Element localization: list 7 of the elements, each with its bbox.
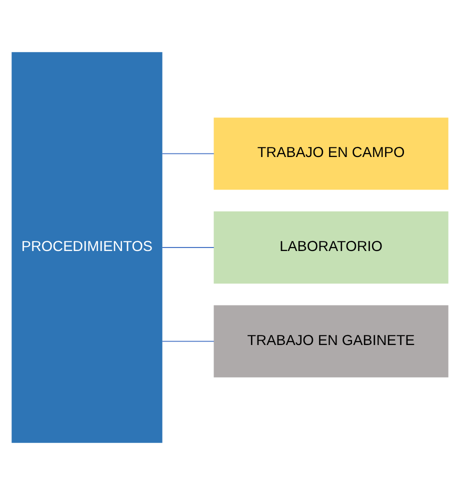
node-box: TRABAJO EN CAMPO bbox=[214, 117, 448, 190]
node-box: TRABAJO EN GABINETE bbox=[214, 304, 448, 377]
connector bbox=[162, 340, 214, 342]
node-box: LABORATORIO bbox=[214, 210, 448, 284]
connector bbox=[162, 152, 214, 154]
connector bbox=[162, 246, 214, 248]
node-box: PROCEDIMIENTOS bbox=[12, 52, 162, 442]
